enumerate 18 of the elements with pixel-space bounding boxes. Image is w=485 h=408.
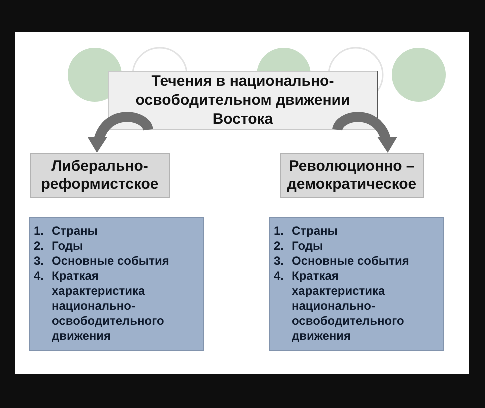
- list-item: 4. Краткая характеристика национально-освободительного движения: [274, 269, 406, 344]
- list-item: 3. Основные события: [34, 254, 170, 269]
- list-item: 4. Краткая характеристика национально-освободительного движения: [34, 269, 166, 344]
- heading-text: Течения в национально-освободительном движении Востока: [134, 72, 352, 129]
- curved-arrow: [89, 112, 154, 154]
- list-box: [29, 217, 204, 351]
- list-item: 2. Годы: [34, 239, 84, 254]
- list-item: 1. Страны: [34, 224, 100, 239]
- list-item: 1. Страны: [274, 224, 340, 239]
- list-item: 2. Годы: [274, 239, 324, 254]
- category-box: [30, 153, 170, 198]
- category-box: [280, 153, 424, 198]
- list-box: [269, 217, 444, 351]
- curved-arrow: [332, 112, 396, 154]
- heading-box: [108, 71, 378, 130]
- category-text: Революционно – демократическое: [286, 158, 418, 194]
- list-item: 3. Основные события: [274, 254, 410, 269]
- category-text: Либерально-реформистское: [40, 158, 160, 194]
